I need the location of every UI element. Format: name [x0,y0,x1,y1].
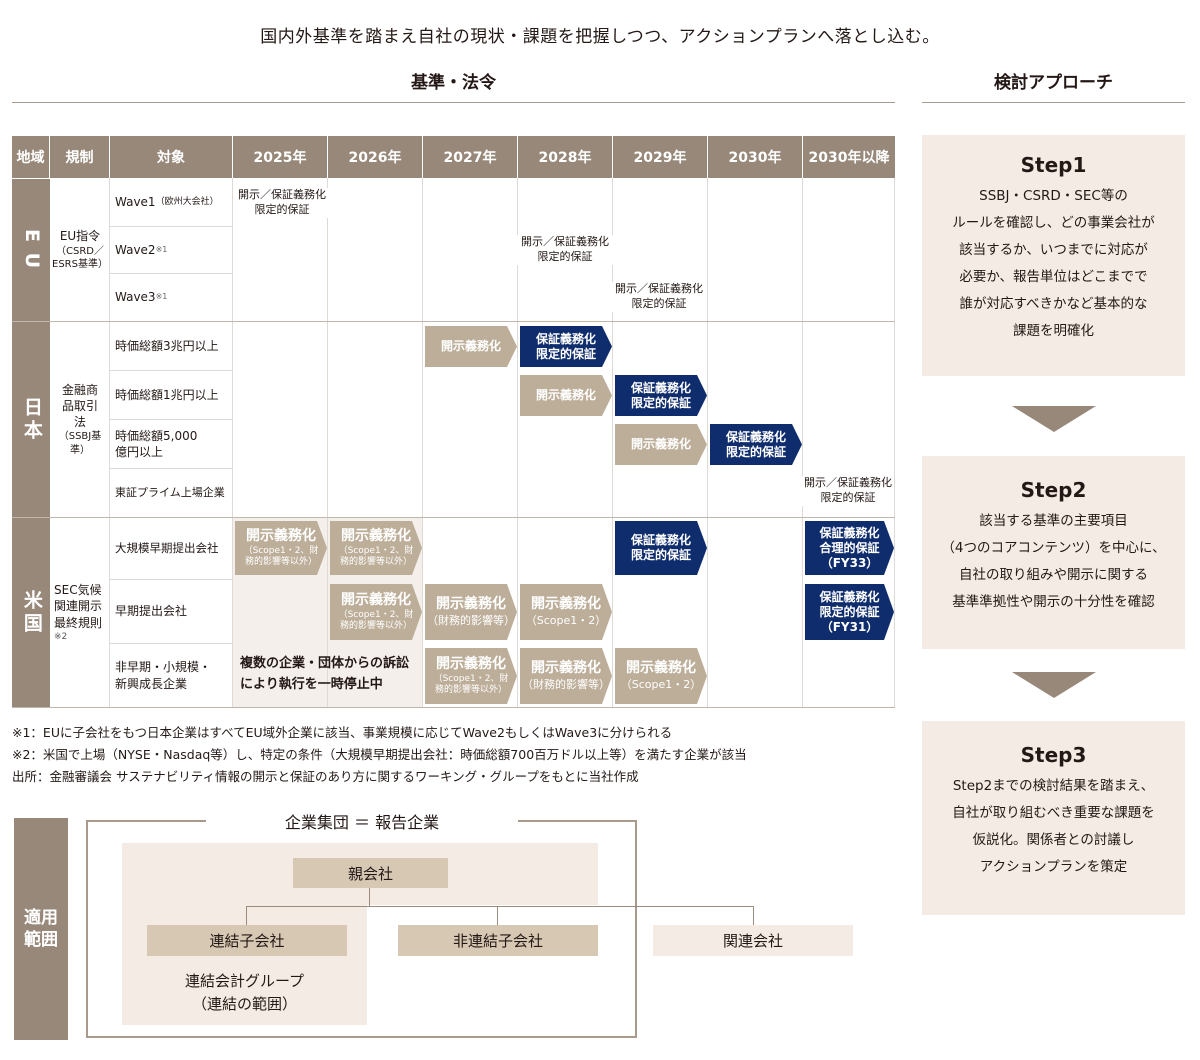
target-jp-500billion: 時価総額5,000億円以上 [115,428,198,459]
target-jp-1trillion: 時価総額1兆円以上 [115,387,219,402]
tree-line-consolidated [246,906,247,926]
header-2027: 2027年 [423,136,518,178]
eu-wave1-disclosure: 開示／保証義務化限定的保証 [234,188,330,218]
consolidated-group-label: 連結会計グループ （連結の範囲） [184,972,305,1013]
regulation-table: 地域 規制 対象 2025年 2026年 2027年 2028年 2029年 2… [12,136,895,708]
corporate-group-title: 企業集団 ＝ 報告企業 [206,809,518,833]
footnote-2: ※2：米国で上場（NYSE・Nasdaq等）し、特定の条件（大規模早期提出会社：… [12,746,747,762]
step3-title: Step3 [1020,743,1087,767]
step2-body: 該当する基準の主要項目 （4つのコアコンテンツ）を中心に、 自社の取り組みや開示… [941,513,1166,610]
header-2029: 2029年 [613,136,708,178]
us-acc-2027-disclosure-arrow: 開示義務化（財務的影響等） [425,584,517,640]
target-us-accelerated: 早期提出会社 [115,604,188,619]
header-2028: 2028年 [518,136,613,178]
footnote-1: ※1：EUに子会社をもつ日本企業はすべてEU域外企業に該当、事業規模に応じてWa… [12,725,673,740]
step1-title: Step1 [1020,153,1087,177]
us-small-2027-disclosure-arrow: 開示義務化（Scope1・2、財務的影響等以外） [425,648,517,704]
jp-500billion-assurance-arrow: 保証義務化限定的保証 [710,424,802,465]
header-2025: 2025年 [233,136,328,178]
target-eu-wave1: Wave1（欧州大会社） [115,195,219,210]
target-jp-3trillion: 時価総額3兆円以上 [115,338,219,353]
step3-card: Step3 Step2までの検討結果を踏まえ、 自社が取り組むべき重要な課題を … [922,721,1185,915]
parent-company-box: 親会社 [293,858,448,888]
jp-500billion-disclosure-arrow: 開示義務化 [615,424,707,465]
us-acc-2028-disclosure-arrow: 開示義務化（Scope1・2） [520,584,612,640]
approach-title: 検討アプローチ [994,73,1113,93]
us-acc-2026-disclosure-arrow: 開示義務化（Scope1・2、財務的影響等以外） [330,584,422,640]
scope-side-label: 適用範囲 [14,818,68,1040]
us-large-2029-assurance-arrow: 保証義務化限定的保証 [615,521,707,575]
us-large-later-assurance-arrow: 保証義務化合理的保証（FY33） [805,521,894,575]
regulation-us: SEC気候関連開示最終規則 ※2 [54,583,103,642]
header-target: 対象 [110,136,233,178]
tree-line-horizontal [246,906,754,907]
source-note: 出所：金融審議会 サステナビリティ情報の開示と保証のあり方に関するワーキング・グ… [12,768,639,784]
header-regulation: 規制 [50,136,110,178]
us-small-2028-disclosure-arrow: 開示義務化（財務的影響等） [520,648,612,704]
jp-3trillion-assurance-arrow: 保証義務化限定的保証 [520,326,612,367]
target-eu-wave3: Wave3※1 [115,290,168,305]
jp-3trillion-disclosure-arrow: 開示義務化 [425,326,517,367]
region-japan: 日本 [12,322,50,517]
header-region: 地域 [12,136,50,178]
footnotes: ※1：EUに子会社をもつ日本企業はすべてEU域外企業に該当、事業規模に応じてWa… [12,722,747,788]
jp-prime-disclosure: 開示／保証義務化限定的保証 [802,476,894,506]
regulation-japan: 金融商品取引法 （SSBJ基準） [58,382,102,456]
us-small-2029-disclosure-arrow: 開示義務化（Scope1・2） [615,648,707,704]
header-2030-later: 2030年以降 [803,136,895,178]
target-jp-prime: 東証プライム上場企業 [115,485,225,499]
target-us-smaller: 非早期・小規模・新興成長企業 [115,660,212,691]
step1-card: Step1 SSBJ・CSRD・SEC等の ルールを確認し、どの事業会社が 該当… [922,135,1185,376]
affiliate-box: 関連会社 [653,925,853,956]
us-large-2025-disclosure-arrow: 開示義務化（Scope1・2、財務的影響等以外） [235,521,327,575]
region-us: 米国 [12,518,50,707]
eu-wave3-disclosure: 開示／保証義務化限定的保証 [611,282,707,312]
tree-line-parent [369,888,370,906]
consolidated-subsidiary-box: 連結子会社 [147,925,347,956]
standards-title-rule [12,102,895,103]
headline: 国内外基準を踏まえ自社の現状・課題を把握しつつ、アクションプランへ落とし込む。 [260,27,940,47]
region-eu: E U [12,179,50,321]
us-large-2026-disclosure-arrow: 開示義務化（Scope1・2、財務的影響等以外） [330,521,422,575]
header-2026: 2026年 [328,136,423,178]
tree-line-affiliate [753,906,754,926]
eu-wave2-disclosure: 開示／保証義務化限定的保証 [517,235,613,265]
regulation-eu: EU指令 （CSRD／ESRS基準） [52,229,108,271]
down-arrow-1 [1012,406,1096,432]
step3-body: Step2までの検討結果を踏まえ、 自社が取り組むべき重要な課題を 仮説化。関係… [952,778,1155,875]
approach-title-rule [922,102,1185,103]
target-eu-wave2: Wave2※1 [115,242,168,257]
jp-1trillion-disclosure-arrow: 開示義務化 [520,375,612,416]
step2-title: Step2 [1020,478,1087,502]
jp-1trillion-assurance-arrow: 保証義務化限定的保証 [615,375,707,416]
down-arrow-2 [1012,672,1096,698]
us-litigation-halt-note: 複数の企業・団体からの訴訟により執行を一時停止中 [240,656,410,692]
nonconsolidated-subsidiary-box: 非連結子会社 [398,925,598,956]
us-acc-later-assurance-arrow: 保証義務化限定的保証（FY31） [805,584,894,640]
header-2030: 2030年 [708,136,803,178]
target-us-large-accelerated: 大規模早期提出会社 [115,540,219,555]
step2-card: Step2 該当する基準の主要項目 （4つのコアコンテンツ）を中心に、 自社の取… [922,456,1185,649]
tree-line-nonconsolidated [497,906,498,926]
standards-title: 基準・法令 [411,73,496,93]
step1-body: SSBJ・CSRD・SEC等の ルールを確認し、どの事業会社が 該当するか、いつ… [952,188,1155,339]
